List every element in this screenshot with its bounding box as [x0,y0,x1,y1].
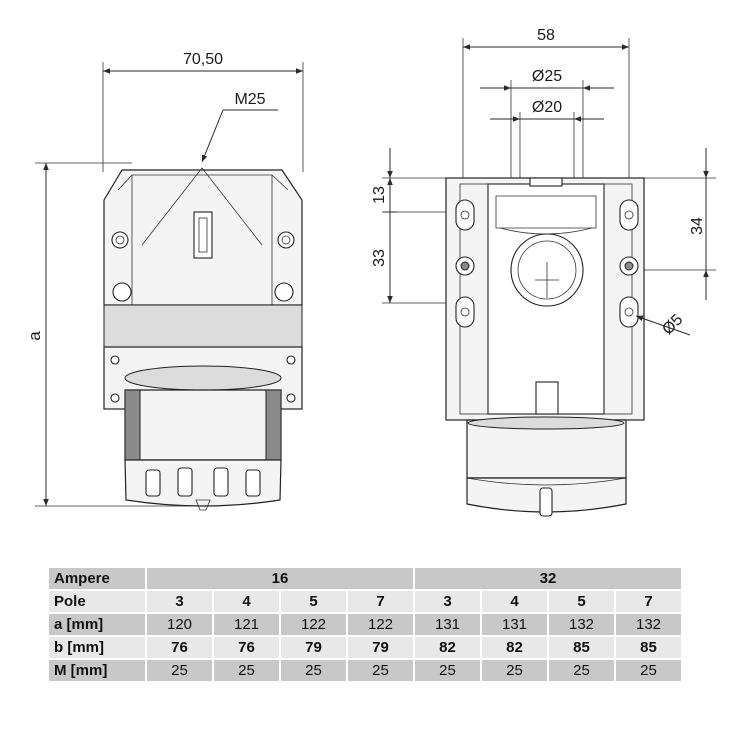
table-cell: 25 [279,658,348,683]
table-cell: 76 [145,635,214,660]
row-label: M [mm] [47,658,147,683]
row-b: b [mm] 76 76 79 79 82 82 85 85 [47,635,683,660]
table-cell: 3 [413,589,482,614]
table-cell: 3 [145,589,214,614]
row-m: M [mm] 25 25 25 25 25 25 25 25 [47,658,683,683]
table-cell: 131 [480,612,549,637]
table-cell: 122 [279,612,348,637]
ampere-16-group: 16 [145,566,415,591]
table-cell: 25 [212,658,281,683]
table-cell: 120 [145,612,214,637]
dim-width-right-label: 58 [537,27,555,44]
table-cell: 132 [547,612,616,637]
dim-13-label: 13 [371,186,388,204]
dim-height-label: a [25,331,44,341]
table-cell: 25 [547,658,616,683]
right-mounting-holes [619,199,639,328]
row-label: a [mm] [47,612,147,637]
left-mounting-holes [455,199,475,328]
table-cell: 25 [614,658,683,683]
table-cell: 4 [212,589,281,614]
front-view: 70,50 M25 a [25,51,304,511]
row-label: Pole [47,589,147,614]
spec-table: Ampere 16 32 Pole 3 4 5 7 3 4 5 7 a [mm]… [47,566,683,683]
table-cell: 82 [480,635,549,660]
side-view: 58 Ø25 Ø20 13 33 34 [371,27,716,517]
table-cell: 25 [145,658,214,683]
dim-thread-label: M25 [234,91,265,108]
technical-drawing: 70,50 M25 a [25,27,716,517]
table-cell: 122 [346,612,415,637]
table-cell: 5 [547,589,616,614]
dim-33-label: 33 [371,249,388,267]
row-pole: Pole 3 4 5 7 3 4 5 7 [47,589,683,614]
table-cell: 85 [547,635,616,660]
dim-width-left-label: 70,50 [183,51,223,68]
row-a: a [mm] 120 121 122 122 131 131 132 132 [47,612,683,637]
table-cell: 85 [614,635,683,660]
table-cell: 7 [346,589,415,614]
dim-34-label: 34 [689,217,706,235]
row-ampere: Ampere 16 32 [47,566,683,591]
table-cell: 5 [279,589,348,614]
table-cell: 4 [480,589,549,614]
table-cell: 25 [480,658,549,683]
dim-hole-label: Ø5 [659,311,686,338]
table-cell: 132 [614,612,683,637]
table-cell: 76 [212,635,281,660]
table-cell: 7 [614,589,683,614]
table-cell: 25 [346,658,415,683]
ampere-32-group: 32 [413,566,683,591]
dim-dia-outer-label: Ø25 [532,68,562,85]
dim-dia-inner-label: Ø20 [532,99,562,116]
table-cell: 121 [212,612,281,637]
row-label: Ampere [47,566,147,591]
table-cell: 25 [413,658,482,683]
table-cell: 131 [413,612,482,637]
table-cell: 79 [346,635,415,660]
table-cell: 79 [279,635,348,660]
row-label: b [mm] [47,635,147,660]
table-cell: 82 [413,635,482,660]
